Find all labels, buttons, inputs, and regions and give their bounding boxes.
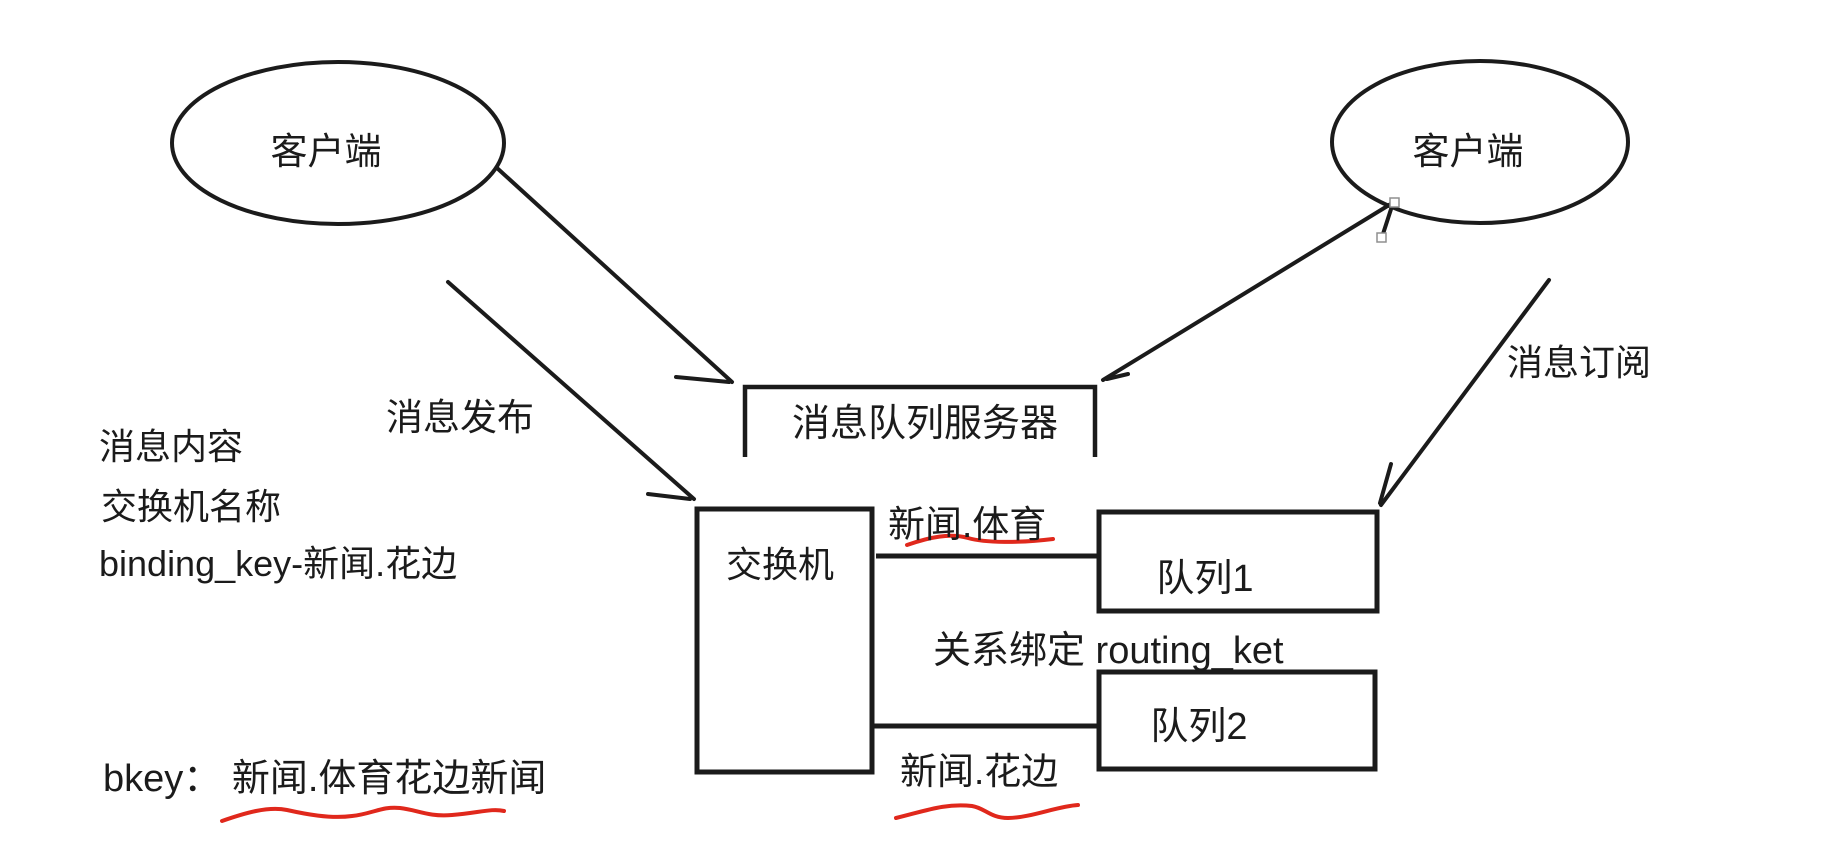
queue2-box: [1096, 669, 1378, 772]
queue2-label: 队列2: [1150, 706, 1247, 748]
server-box: [742, 384, 1098, 457]
arrowhead-stroke: [1380, 201, 1395, 239]
server-client-arrow: [1101, 197, 1400, 382]
server-label: 消息队列服务器: [792, 403, 1058, 445]
binding1-label: 新闻.体育: [888, 504, 1046, 545]
selection-handle[interactable]: [1389, 197, 1400, 208]
red-underline-bkey: [220, 805, 506, 823]
arrowhead-stroke: [1105, 372, 1130, 381]
queue1-label: 队列1: [1156, 558, 1253, 600]
publish-arrow-to-server: [495, 166, 734, 384]
binding2-label: 新闻.花边: [900, 751, 1058, 792]
note-binding-key: binding_key-新闻.花边: [99, 543, 457, 584]
binding-relation-label: 关系绑定 routing_ket: [933, 630, 1284, 672]
exchange-box: [694, 506, 875, 775]
client-left-label: 客户端: [271, 131, 382, 172]
exchange-label: 交换机: [726, 544, 834, 585]
publish-arrow-to-exchange: [446, 280, 696, 501]
red-underline-binding2: [894, 803, 1080, 821]
client-right-label: 客户端: [1413, 131, 1524, 172]
red-underline-binding1: [905, 533, 1055, 547]
arrowhead-stroke: [646, 492, 692, 501]
arrowhead-stroke: [674, 375, 731, 384]
subscribe-edge-label: 消息订阅: [1507, 342, 1651, 383]
client-left-ellipse: [170, 60, 506, 226]
queue1-box: [1096, 509, 1380, 614]
arrowhead-stroke: [1378, 462, 1393, 505]
publish-edge-label: 消息发布: [386, 397, 534, 438]
selection-handle[interactable]: [1376, 232, 1387, 243]
note-message-content: 消息内容: [99, 426, 243, 467]
client-right-ellipse: [1330, 59, 1630, 225]
note-bkey: bkey： 新闻.体育花边新闻: [103, 758, 546, 800]
note-exchange-name: 交换机名称: [101, 486, 281, 527]
subscribe-arrow: [1378, 278, 1551, 507]
